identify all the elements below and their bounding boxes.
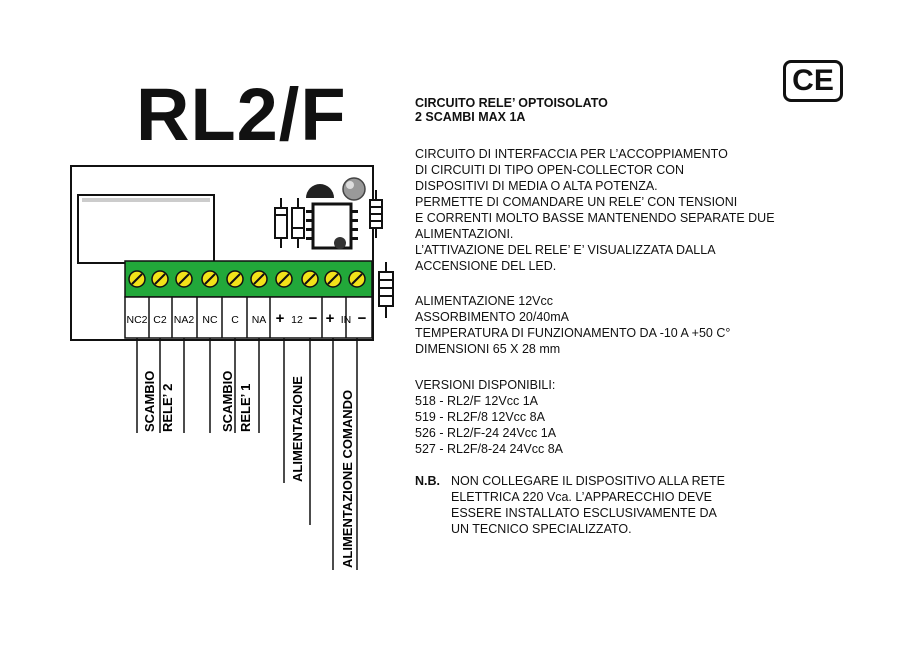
ce-mark: CE [783, 60, 843, 102]
screw-slot [178, 273, 190, 285]
versions-line: 519 - RL2F/8 12Vcc 8A [415, 410, 545, 424]
note-label: N.B. [415, 474, 440, 488]
description-line: CIRCUITO DI INTERFACCIA PER L’ACCOPPIAME… [415, 147, 728, 161]
terminal-dividers [148, 297, 347, 338]
screw-slot [327, 273, 339, 285]
terminal-label: NA2 [174, 314, 195, 326]
screw-slot [304, 273, 316, 285]
description-line: L’ATTIVAZIONE DEL RELE’ E’ VISUALIZZATA … [415, 243, 716, 257]
note: NON COLLEGARE IL DISPOSITIVO ALLA RETE E… [451, 473, 725, 537]
versions-line: 518 - RL2/F 12Vcc 1A [415, 394, 538, 408]
chip-dot [334, 237, 346, 249]
chip-pins [306, 210, 358, 240]
versions-line: VERSIONI DISPONIBILI: [415, 378, 556, 392]
versions-line: 526 - RL2/F-24 24Vcc 1A [415, 426, 557, 440]
description: CIRCUITO DI INTERFACCIA PER L’ACCOPPIAME… [415, 146, 775, 274]
specs: ALIMENTAZIONE 12Vcc ASSORBIMENTO 20/40mA… [415, 293, 730, 357]
screw-slot [229, 273, 241, 285]
terminal-label: 12 [291, 314, 303, 326]
spec-line: ALIMENTAZIONE 12Vcc [415, 294, 553, 308]
power-label: ALIMENTAZIONE [290, 376, 305, 482]
terminal-label: NC [202, 314, 218, 326]
heading-line: 2 SCAMBI MAX 1A [415, 110, 526, 124]
screw-slot [204, 273, 216, 285]
screw-slot [278, 273, 290, 285]
screw-slot [131, 273, 143, 285]
terminal-label: C2 [153, 314, 167, 326]
note-line: ELETTRICA 220 Vca. L’APPARECCHIO DEVE [451, 490, 712, 504]
description-line: DISPOSITIVI DI MEDIA O ALTA POTENZA. [415, 179, 658, 193]
resistor-3 [369, 190, 383, 238]
heading-line: CIRCUITO RELE’ OPTOISOLATO [415, 96, 608, 110]
description-line: ALIMENTAZIONI. [415, 227, 514, 241]
terminal-label: + [326, 310, 335, 327]
versions: VERSIONI DISPONIBILI: 518 - RL2/F 12Vcc … [415, 377, 563, 457]
relay-highlight [82, 198, 210, 202]
terminal-screws [128, 270, 366, 288]
terminal-label: − [309, 310, 318, 327]
spec-line: ASSORBIMENTO 20/40mA [415, 310, 569, 324]
relay2-label-line1: SCAMBIO [142, 371, 157, 432]
led-reflection [346, 181, 354, 189]
terminal-label: C [231, 314, 239, 326]
terminal-label-row [124, 296, 373, 339]
wires [136, 338, 358, 570]
description-line: E CORRENTI MOLTO BASSE MANTENENDO SEPARA… [415, 211, 775, 225]
led-icon [342, 177, 366, 201]
spec-line: DIMENSIONI 65 X 28 mm [415, 342, 561, 356]
note-line: UN TECNICO SPECIALIZZATO. [451, 522, 632, 536]
screw-slot [351, 273, 363, 285]
resistor-1 [274, 198, 288, 248]
heading: CIRCUITO RELE’ OPTOISOLATO 2 SCAMBI MAX … [415, 96, 608, 124]
relay2-label-line2: RELE’ 2 [160, 384, 175, 432]
terminal-label: NC2 [126, 314, 147, 326]
note-line: NON COLLEGARE IL DISPOSITIVO ALLA RETE [451, 474, 725, 488]
relay-body [77, 194, 215, 264]
command-label: ALIMENTAZIONE COMANDO [340, 390, 355, 568]
terminal-label: NA [252, 314, 267, 326]
note-line: ESSERE INSTALLATO ESCLUSIVAMENTE DA [451, 506, 717, 520]
description-line: PERMETTE DI COMANDARE UN RELE’ CON TENSI… [415, 195, 738, 209]
resistor-2 [291, 198, 305, 248]
product-title: RL2/F [136, 73, 347, 156]
terminal-label: − [358, 310, 367, 327]
screw-slot [154, 273, 166, 285]
relay1-label-line2: RELE’ 1 [238, 384, 253, 432]
terminal-label: + [276, 310, 285, 327]
resistor-external [378, 262, 394, 318]
terminal-label: IN [341, 314, 352, 326]
versions-line: 527 - RL2F/8-24 24Vcc 8A [415, 442, 563, 456]
description-line: ACCENSIONE DEL LED. [415, 259, 557, 273]
relay1-label-line1: SCAMBIO [220, 371, 235, 432]
screw-slot [253, 273, 265, 285]
spec-line: TEMPERATURA DI FUNZIONAMENTO DA -10 A +5… [415, 326, 731, 340]
description-line: DI CIRCUITI DI TIPO OPEN-COLLECTOR CON [415, 163, 685, 177]
led-dome [306, 184, 334, 198]
